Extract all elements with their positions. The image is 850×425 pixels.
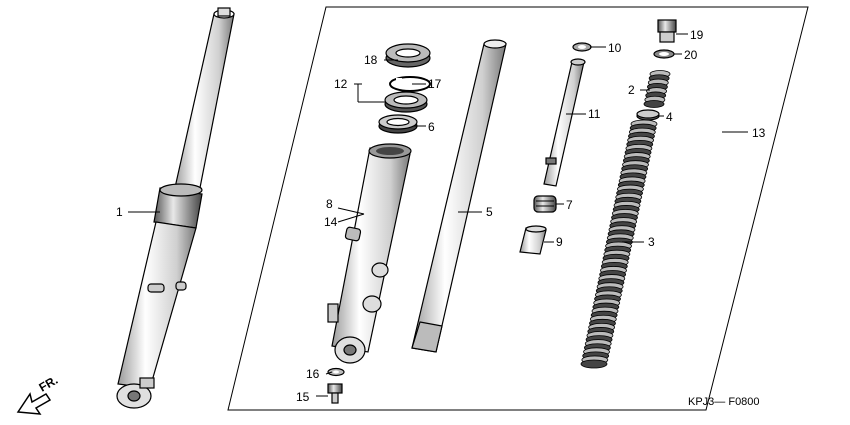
sealing-washer-part (327, 367, 345, 377)
callout-16: 16 (306, 367, 320, 381)
back-up-ring-part (378, 114, 418, 134)
callout-5: 5 (486, 205, 493, 219)
spring-seat-part (636, 109, 660, 121)
fork-assembly-part (116, 7, 235, 409)
piston-ring-part (572, 42, 592, 52)
bottom-case-part (327, 143, 412, 364)
callout-10: 10 (608, 41, 622, 55)
rebound-spring-part (533, 195, 557, 213)
fork-tube-part (411, 39, 507, 353)
callout-13: 13 (752, 126, 766, 140)
leader-lines (128, 33, 748, 397)
oil-seal-part (384, 91, 428, 113)
dust-seal-part (385, 43, 431, 68)
callout-8: 8 (326, 197, 333, 211)
figure-code: KPJ3— F0800 (688, 396, 760, 408)
fork-spring-part (580, 119, 658, 369)
callout-20: 20 (684, 48, 698, 62)
callout-17: 17 (428, 77, 442, 91)
front-direction-label: FR. (37, 373, 61, 395)
callout-18: 18 (364, 53, 378, 67)
callout-19: 19 (690, 28, 704, 42)
fork-piston-part (543, 58, 586, 187)
o-ring-part (653, 49, 675, 59)
callout-3: 3 (648, 235, 655, 249)
socket-bolt-part (327, 383, 343, 404)
callout-4: 4 (666, 110, 673, 124)
stopper-ring-part (389, 76, 431, 92)
callout-12: 12 (334, 77, 348, 91)
callout-2: 2 (628, 83, 635, 97)
front-direction-arrow-icon (16, 392, 52, 415)
assembly-frame (227, 6, 809, 411)
callout-6: 6 (428, 120, 435, 134)
spring-collar-part (643, 70, 671, 108)
fork-bolt-part (657, 19, 677, 43)
callout-1: 1 (116, 205, 123, 219)
callout-9: 9 (556, 235, 563, 249)
oil-lock-piece-part (519, 225, 547, 255)
callout-15: 15 (296, 390, 310, 404)
callout-14: 14 (324, 215, 338, 229)
callout-11: 11 (588, 107, 601, 121)
callout-7: 7 (566, 198, 573, 212)
